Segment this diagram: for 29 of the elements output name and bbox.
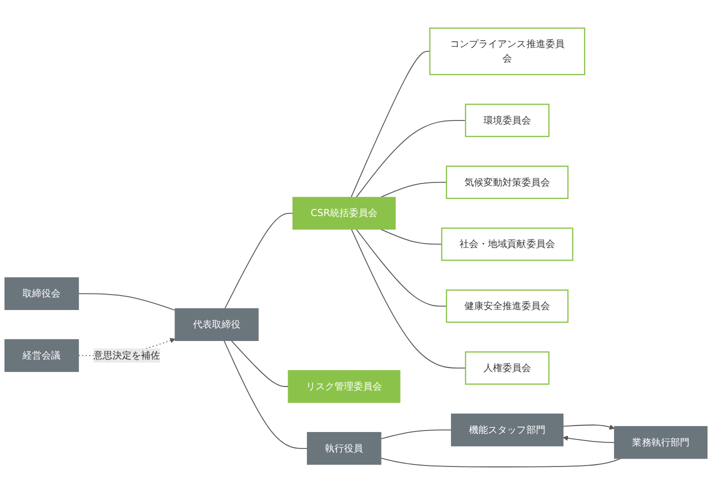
node-box: コンプライアンス推進委員会 <box>429 28 586 76</box>
connector <box>224 212 294 309</box>
connector <box>380 458 621 468</box>
connector <box>356 228 447 307</box>
connector <box>380 228 442 245</box>
node-box: 執行役員 <box>306 432 382 465</box>
connector <box>78 293 176 311</box>
connector <box>380 430 452 440</box>
node-box: 代表取締役 <box>174 308 259 341</box>
node-box: 社会・地域貢献委員会 <box>441 228 574 261</box>
node-box: 環境委員会 <box>464 104 550 138</box>
connector <box>356 120 466 198</box>
node-box: 機能スタッフ部門 <box>450 414 564 446</box>
node-box: 人権委員会 <box>464 351 550 385</box>
connector <box>224 340 308 449</box>
node-box: CSR統括委員会 <box>292 196 396 230</box>
connector <box>351 228 466 368</box>
node-box: 健康安全推進委員会 <box>446 289 569 323</box>
connector <box>380 182 447 198</box>
arrow <box>562 436 615 443</box>
node-box: 気候変動対策委員会 <box>446 166 569 199</box>
node-box: リスク管理委員会 <box>288 370 400 403</box>
arrow <box>562 424 615 430</box>
edge-label: 意思決定を補佐 <box>93 350 160 361</box>
connector <box>350 50 430 198</box>
connector <box>230 340 289 387</box>
node-box: 取締役会 <box>4 277 79 310</box>
node-box: 業務執行部門 <box>614 426 708 459</box>
node-box: 経営会議 <box>4 339 79 372</box>
